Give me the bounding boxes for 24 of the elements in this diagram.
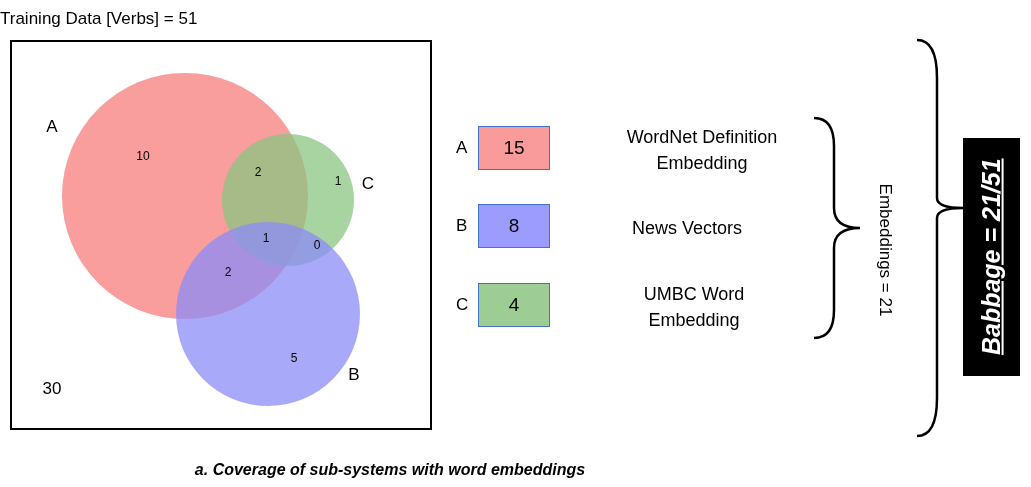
region-count: 2 — [224, 264, 232, 281]
embedding-name: News Vectors — [630, 217, 743, 240]
result-box: Babbage = 21/51 — [963, 138, 1020, 376]
count-box: 4 — [478, 283, 550, 327]
region-count: 1 — [262, 230, 270, 247]
embeddings-total-label: Embeddings = 21 — [874, 183, 896, 317]
count-box: 15 — [478, 126, 550, 170]
frame-title: Training Data [Verbs] = 51 — [0, 8, 198, 30]
region-count: 1 — [334, 173, 342, 190]
region-count: 0 — [313, 237, 321, 254]
set-letter: C — [361, 173, 375, 196]
outside-count: 30 — [42, 378, 62, 401]
set-letter: C — [456, 294, 469, 316]
set-letter: B — [348, 364, 360, 387]
set-letter: A — [456, 137, 468, 159]
set-letter: B — [456, 215, 468, 237]
region-count: 5 — [290, 350, 298, 367]
set-letter: A — [46, 116, 58, 139]
count-box: 8 — [478, 204, 550, 248]
embedding-name: WordNet Definition Embedding — [625, 126, 779, 175]
region-count: 2 — [254, 164, 262, 181]
embedding-name: UMBC Word Embedding — [642, 283, 746, 332]
caption: a. Coverage of sub-systems with word embeddings — [194, 460, 586, 480]
region-count: 10 — [136, 148, 150, 165]
